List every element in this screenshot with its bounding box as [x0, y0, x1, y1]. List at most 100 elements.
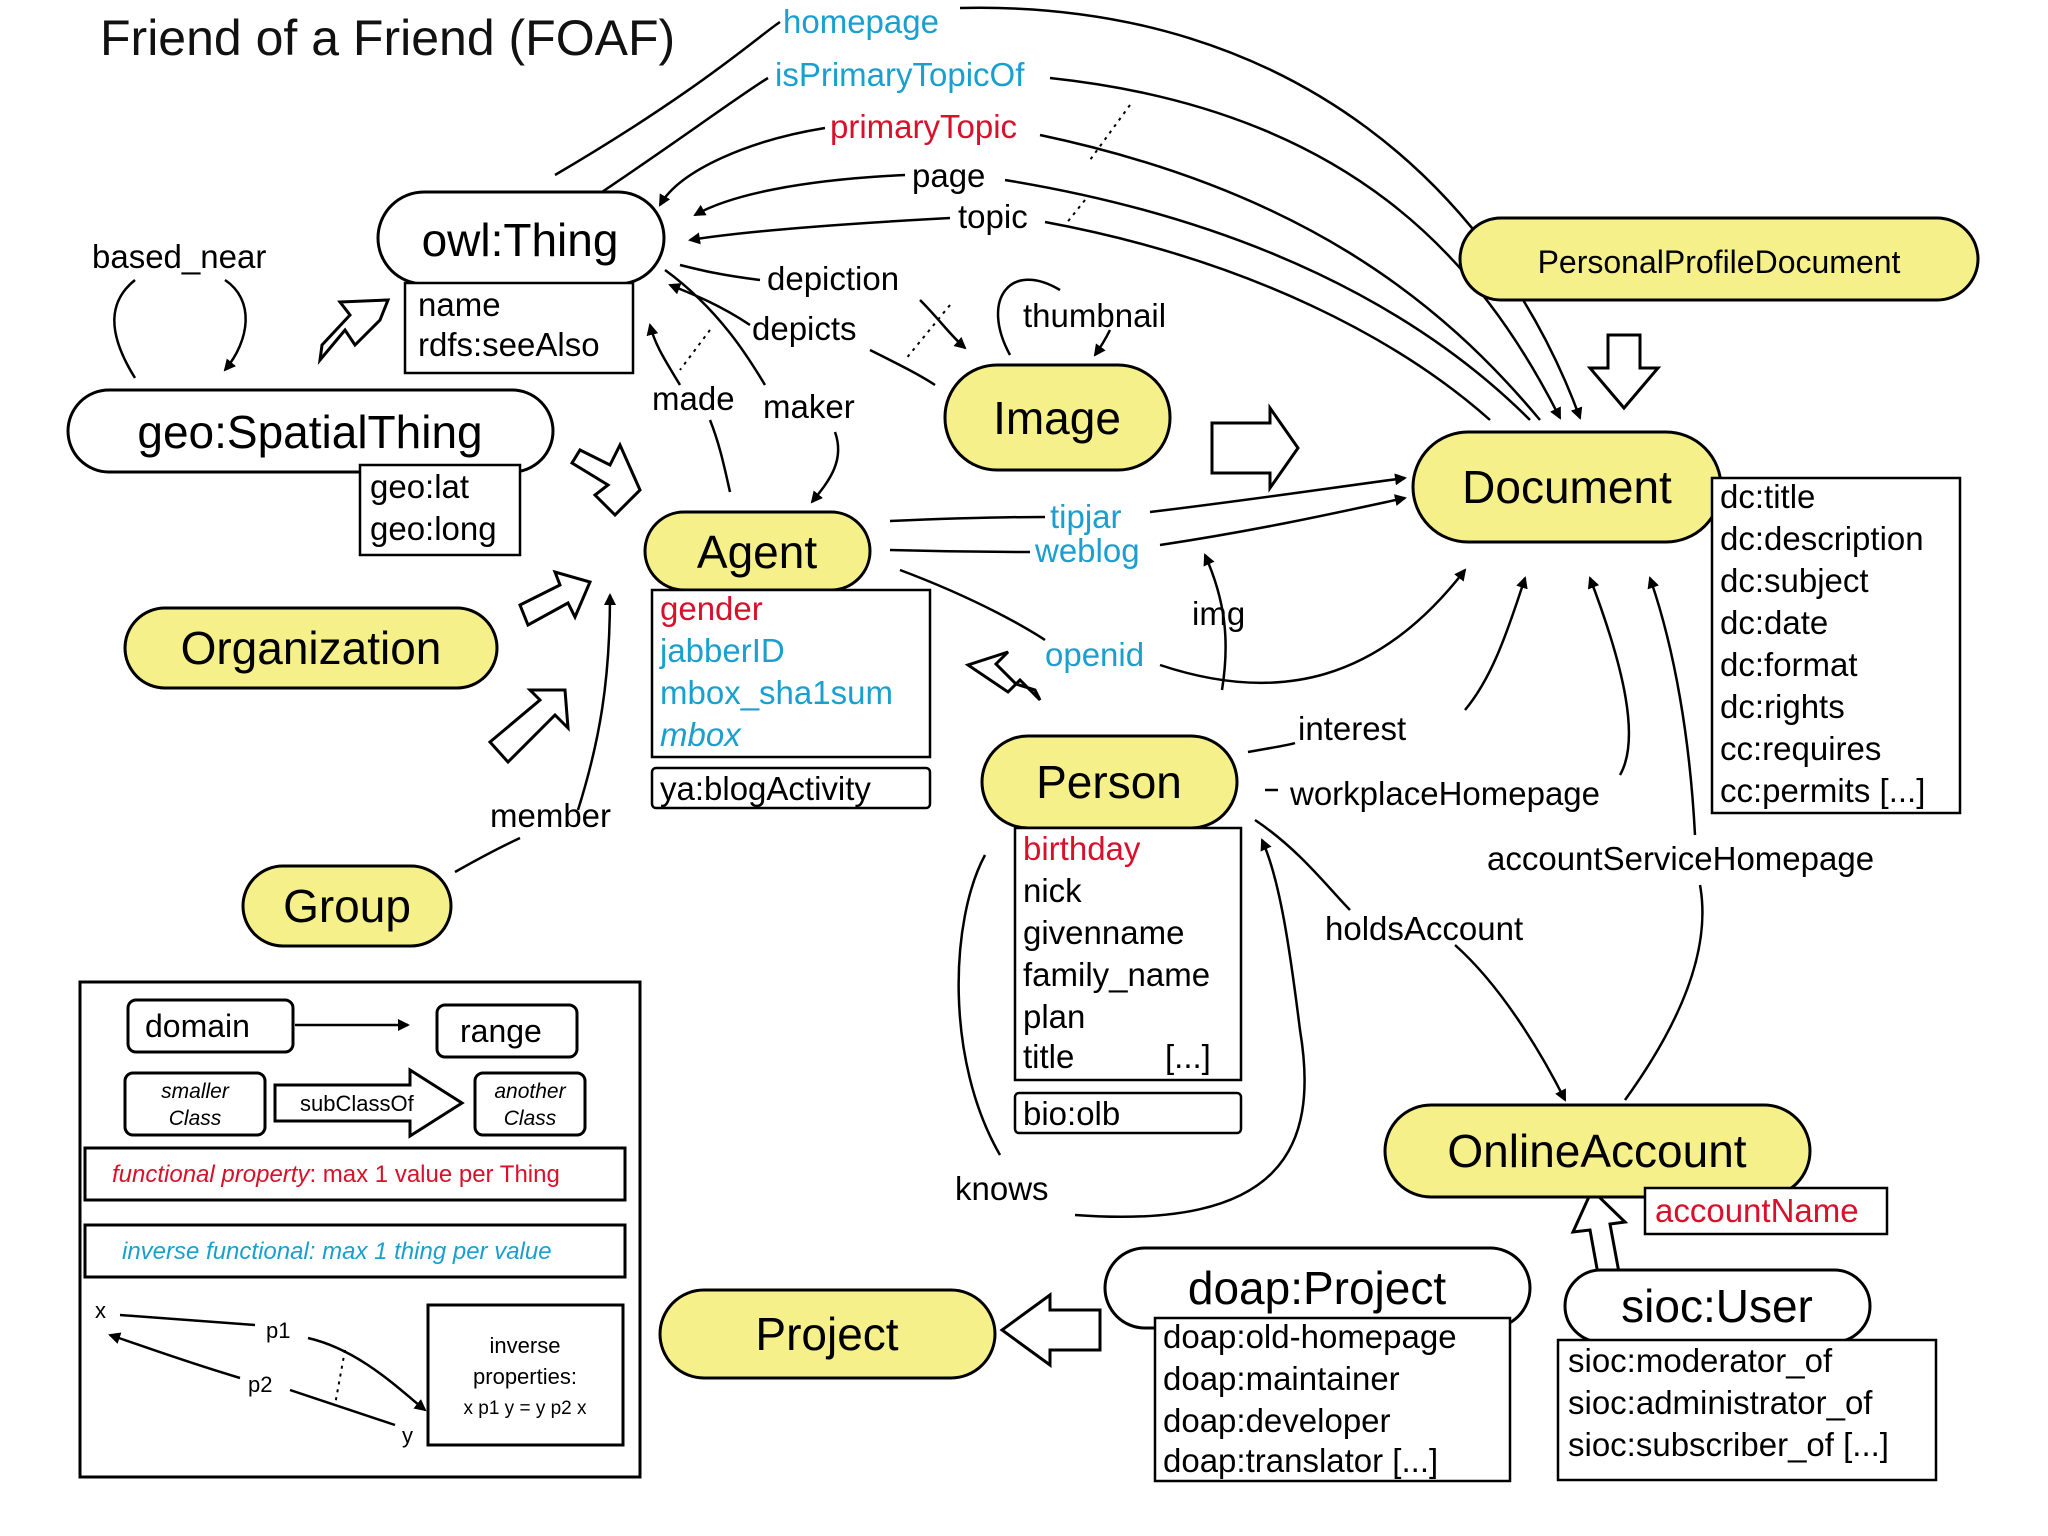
propbox-online-account	[1643, 1186, 1889, 1236]
edge-holdsaccount-arrow	[1454, 944, 1567, 1102]
edge-isprimarytopicof-arrow	[1049, 76, 1562, 420]
edge-label-weblog: weblog	[1034, 532, 1140, 569]
class-label-online-account: OnlineAccount	[1447, 1125, 1746, 1177]
edge-label-topic: topic	[958, 198, 1028, 235]
legend-p2-arrow	[108, 1332, 241, 1380]
prop-sioc-0: sioc:moderator_of	[1568, 1342, 1833, 1379]
prop-doap-0: doap:old-homepage	[1163, 1318, 1457, 1355]
edge-dotted-inverse-1	[1089, 104, 1131, 161]
edge-label-member: member	[490, 797, 611, 834]
propbox-agent	[650, 588, 932, 759]
prop-owl-thing-1: rdfs:seeAlso	[418, 326, 600, 363]
edge-openid-line	[899, 568, 1046, 642]
legend-functional-note-b: : max 1 value per Thing	[309, 1161, 559, 1188]
prop-doap-2: doap:developer	[1163, 1402, 1391, 1439]
edge-weblog-arrow	[1159, 494, 1407, 547]
edge-made-arrow	[646, 323, 682, 386]
edge-depicts-arrow	[668, 283, 751, 327]
legend-y: y	[402, 1423, 413, 1448]
edge-tipjar-arrow	[1149, 473, 1407, 514]
prop-geo-0: geo:lat	[370, 468, 469, 505]
edge-interest-line	[1247, 741, 1296, 754]
edge-label-made: made	[652, 380, 735, 417]
legend-p2-line-a	[289, 1388, 396, 1427]
legend-subclassof-label: subClassOf	[300, 1091, 415, 1116]
class-label-owl-thing: owl:Thing	[422, 214, 619, 266]
edge-knows-line	[957, 854, 1002, 1156]
edge-tipjar-line	[889, 515, 1046, 523]
prop-person-0: birthday	[1023, 830, 1141, 867]
prop-geo-1: geo:long	[370, 510, 497, 547]
edge-made-line	[708, 419, 732, 493]
legend-functional-box	[83, 1146, 627, 1202]
prop-document-4: dc:format	[1720, 646, 1858, 683]
class-label-group: Group	[283, 880, 411, 932]
edge-label-page: page	[912, 157, 985, 194]
class-online-account	[1383, 1103, 1812, 1199]
prop-sioc-1: sioc:administrator_of	[1568, 1384, 1873, 1421]
prop-document-2: dc:subject	[1720, 562, 1869, 599]
edge-member-arrow	[576, 593, 616, 811]
class-label-personal-profile-document: PersonalProfileDocument	[1538, 244, 1901, 280]
prop-doap-3: doap:translator [...]	[1163, 1442, 1438, 1479]
prop-owl-thing-0: name	[418, 286, 501, 323]
prop-agent-1: jabberID	[659, 632, 785, 669]
edge-openid-arrow	[1159, 568, 1467, 685]
legend-another-class-box	[473, 1071, 587, 1137]
prop-person-more: [...]	[1165, 1038, 1211, 1075]
edge-dotted-inverse-3	[904, 304, 951, 361]
prop-person-5: title	[1023, 1038, 1074, 1075]
legend-inverse-note: inverse functional: max 1 thing per valu…	[122, 1238, 552, 1265]
edge-label-holdsaccount: holdsAccount	[1325, 910, 1523, 947]
edge-label-basednear: based_near	[92, 238, 266, 275]
edge-workplacehomepage-arrow	[1587, 576, 1631, 776]
class-organization	[123, 606, 499, 690]
subclass-arrow-ppd-to-document	[1586, 333, 1662, 411]
edge-depicts-line	[869, 348, 936, 387]
edge-topic-arrow	[688, 216, 951, 245]
edge-label-img: img	[1192, 595, 1245, 632]
edge-homepage-arrow	[959, 6, 1583, 420]
class-label-doap-project: doap:Project	[1188, 1262, 1446, 1314]
edge-label-homepage: homepage	[783, 3, 939, 40]
legend-another-class-1: Class	[504, 1107, 557, 1130]
prop-person-extra: bio:olb	[1023, 1095, 1120, 1132]
legend-range-label: range	[460, 1013, 542, 1049]
legend-domain-label: domain	[145, 1008, 250, 1044]
prop-doap-1: doap:maintainer	[1163, 1360, 1400, 1397]
prop-document-6: cc:requires	[1720, 730, 1881, 767]
subclass-arrow-organization-to-agent	[518, 569, 593, 628]
propbox-doap-project	[1153, 1316, 1512, 1483]
legend-p1-line-a	[119, 1313, 256, 1327]
class-label-organization: Organization	[181, 622, 442, 674]
subclass-arrow-agent-to-spatial	[569, 441, 642, 518]
prop-document-3: dc:date	[1720, 604, 1828, 641]
prop-agent-3: mbox	[660, 716, 742, 753]
edge-label-maker: maker	[763, 388, 855, 425]
subclass-arrow-person-to-agent	[964, 650, 1042, 702]
legend-inverse-props-box	[426, 1303, 625, 1447]
edge-label-tipjar: tipjar	[1050, 498, 1122, 535]
edge-page-line	[1004, 178, 1531, 421]
edge-isprimarytopicof-line	[589, 76, 769, 202]
edge-label-depicts: depicts	[752, 310, 857, 347]
propbox-agent-extra	[650, 766, 932, 810]
edge-topic-line	[1044, 220, 1491, 421]
class-label-agent: Agent	[697, 526, 817, 578]
subclass-arrows	[317, 298, 1662, 1368]
class-group	[241, 864, 453, 948]
edge-label-thumbnail: thumbnail	[1023, 297, 1166, 334]
class-image	[943, 363, 1172, 472]
legend-smaller-class-box	[123, 1071, 267, 1137]
edge-depiction-line	[679, 263, 761, 282]
legend-p1: p1	[266, 1318, 290, 1343]
legend-smaller-class-0: smaller	[161, 1080, 230, 1103]
prop-document-5: dc:rights	[1720, 688, 1845, 725]
legend-inverse-box	[83, 1223, 627, 1279]
legend-functional-note: functional property: max 1 value per Thi…	[112, 1161, 560, 1188]
class-label-geo-spatial-thing: geo:SpatialThing	[137, 406, 482, 458]
prop-agent-2: mbox_sha1sum	[660, 674, 893, 711]
prop-document-0: dc:title	[1720, 478, 1815, 515]
edge-label-interest: interest	[1298, 710, 1406, 747]
propbox-person-extra	[1013, 1091, 1243, 1135]
